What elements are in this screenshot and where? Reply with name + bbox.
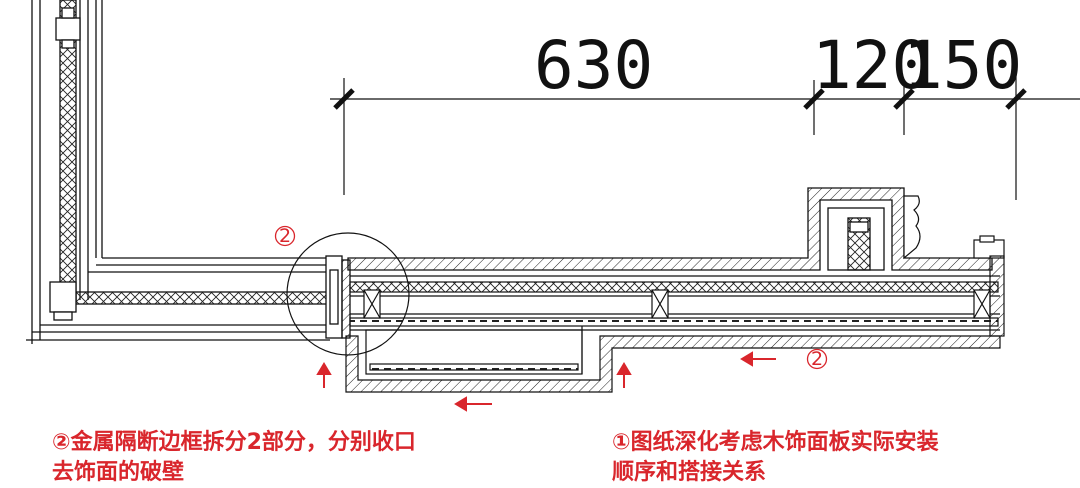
note-right-line1: ①图纸深化考虑木饰面板实际安装 [612,430,939,455]
svg-text:2: 2 [811,348,823,370]
detail-circle [286,232,410,356]
soffit-step [345,326,1001,393]
substrate-layer [349,275,1000,331]
veneer-panel-top [347,187,993,271]
callout-2-left: 2 [274,225,296,247]
molding-profile [903,195,1005,260]
partition-frame-horizontal [26,257,331,341]
note-right-line2: 顺序和搭接关系 [612,460,767,485]
dimension-label-120: 120 [812,27,931,104]
section-drawing: 630 120 150 [26,0,1080,412]
callout-2-right: 2 [806,348,828,370]
note-left: ②金属隔断边框拆分2部分，分别收口 去饰面的破壁 [52,428,416,488]
svg-text:2: 2 [279,225,291,247]
dimension-label-150: 150 [903,27,1022,104]
note-left-line2: 去饰面的破壁 [52,460,185,485]
frame-end-cap [325,255,351,339]
keel-blocks [363,289,991,319]
arrow-up-icon [316,362,332,388]
right-wall-end [989,255,1005,337]
arrow-left-icon [740,351,776,367]
note-right: ①图纸深化考虑木饰面板实际安装 顺序和搭接关系 [612,428,939,488]
dimension-ticks [333,88,1027,110]
arrow-left-icon [454,396,492,412]
partition-frame-vertical [31,0,103,344]
arrow-up-icon [616,362,632,388]
note-left-line1: ②金属隔断边框拆分2部分，分别收口 [52,430,416,455]
dimension-label-630: 630 [534,27,653,104]
frame-joint-corner [49,281,77,321]
frame-joint-top [55,7,81,49]
